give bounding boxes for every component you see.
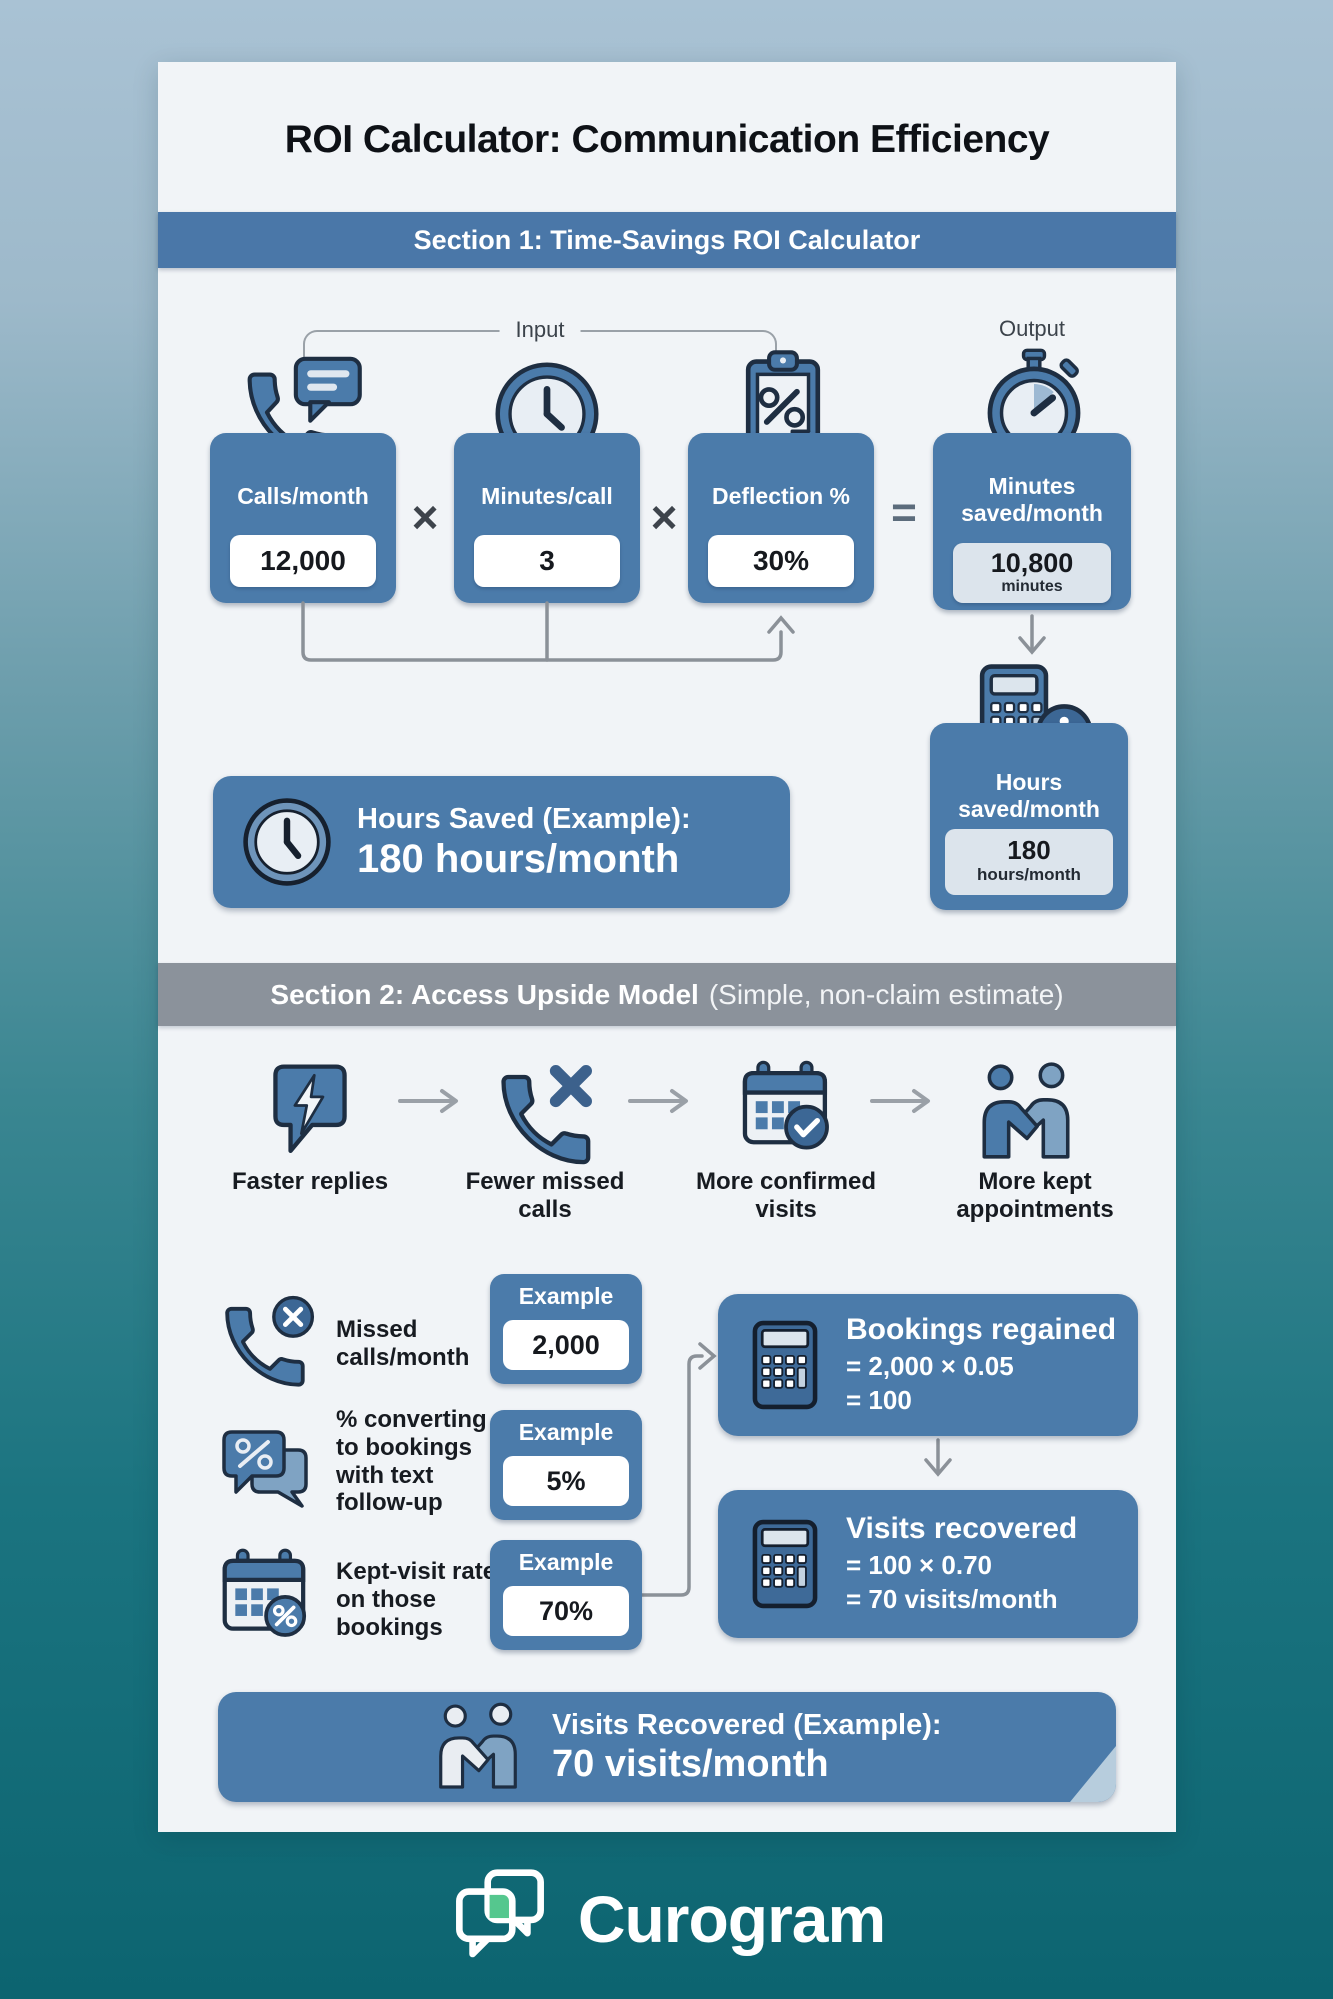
lightning-bubble-icon <box>254 1058 366 1166</box>
section2-header-note: (Simple, non-claim estimate) <box>708 979 1064 1010</box>
hours-unit: hours/month <box>977 865 1081 884</box>
bookings-regained-title: Bookings regained <box>846 1312 1117 1346</box>
banner-handshake-icon <box>428 1701 528 1793</box>
kept-visit-example-box: Example 70% <box>490 1540 642 1650</box>
hours-saved-card: Hours saved/month 180 hours/month <box>930 723 1128 910</box>
calculator-icon <box>744 1317 826 1413</box>
converting-example-box: Example 5% <box>490 1410 642 1520</box>
visits-recovered-result: = 70 visits/month <box>846 1583 1058 1614</box>
section2-header-title: Section 2: Access Upside Model <box>270 979 699 1010</box>
minutes-saved-label: Minutes saved/month <box>961 473 1103 527</box>
banner-clock-icon <box>241 796 333 888</box>
deflection-card: Deflection % 30% <box>688 433 874 603</box>
visits-recovered-box: Visits recovered = 100 × 0.70 = 70 visit… <box>718 1490 1138 1638</box>
flow-step-label: Fewer missed calls <box>465 1168 625 1224</box>
visits-banner-title: Visits Recovered (Example): <box>552 1708 942 1741</box>
minutes-per-call-card: Minutes/call 3 <box>454 433 640 603</box>
flow-arrow-icon <box>628 1088 698 1114</box>
flow-step-label: More kept appointments <box>956 1168 1114 1224</box>
visits-banner-value: 70 visits/month <box>552 1742 829 1785</box>
missed-calls-value: 2,000 <box>503 1320 629 1370</box>
kept-visit-value: 70% <box>503 1586 629 1636</box>
minutes-per-call-label: Minutes/call <box>481 483 613 509</box>
converting-label: % converting to bookings with text follo… <box>336 1406 487 1517</box>
calls-per-month-label: Calls/month <box>237 483 369 509</box>
bookings-regained-formula: = 2,000 × 0.05 <box>846 1350 1014 1381</box>
hours-saved-banner: Hours Saved (Example): 180 hours/month <box>213 776 790 908</box>
bookings-regained-box: Bookings regained = 2,000 × 0.05 = 100 <box>718 1294 1138 1436</box>
missed-calls-example-box: Example 2,000 <box>490 1274 642 1384</box>
output-group-label: Output <box>998 316 1066 341</box>
converting-value: 5% <box>503 1456 629 1506</box>
example-tag: Example <box>518 1283 614 1309</box>
hours-saved-value: 180 hours/month <box>945 829 1113 895</box>
calculator-icon <box>744 1516 826 1612</box>
input-group-label: Input <box>499 317 581 343</box>
calendar-check-icon <box>732 1058 840 1166</box>
hours-banner-value: 180 hours/month <box>357 837 680 882</box>
deflection-value: 30% <box>708 535 854 587</box>
equals-operator: = <box>891 488 917 537</box>
example-tag: Example <box>518 1549 614 1575</box>
flow-step-label: Faster replies <box>231 1168 389 1195</box>
missed-call-icon <box>489 1058 601 1166</box>
missed-calls-label: Missed calls/month <box>336 1316 470 1371</box>
example-tag: Example <box>518 1419 614 1445</box>
input-bracket: Input <box>303 317 777 368</box>
calendar-percent-icon <box>210 1546 320 1652</box>
kept-visit-label: Kept-visit rate on those bookings <box>336 1558 497 1641</box>
infographic-card: ROI Calculator: Communication Efficiency… <box>158 62 1176 1832</box>
visits-recovered-formula: = 100 × 0.70 <box>846 1549 993 1580</box>
deflection-label: Deflection % <box>711 483 851 509</box>
calls-per-month-card: Calls/month 12,000 <box>210 433 396 603</box>
page-title: ROI Calculator: Communication Efficiency <box>284 118 1050 161</box>
calls-per-month-value: 12,000 <box>230 535 376 587</box>
flow-arrow-icon <box>398 1088 468 1114</box>
minutes-per-call-value: 3 <box>474 535 620 587</box>
visits-recovered-banner: Visits Recovered (Example): 70 visits/mo… <box>218 1692 1116 1802</box>
corner-fold-decoration <box>1070 1746 1116 1802</box>
visits-recovered-title: Visits recovered <box>846 1511 1078 1545</box>
section2-header: Section 2: Access Upside Model (Simple, n… <box>158 963 1176 1026</box>
bookings-regained-result: = 100 <box>846 1384 912 1415</box>
flow-step-label: More confirmed visits <box>695 1168 877 1224</box>
multiply-operator: × <box>411 491 439 543</box>
curogram-logo-icon <box>448 1864 552 1974</box>
hours-banner-title: Hours Saved (Example): <box>357 802 691 835</box>
section1-header: Section 1: Time-Savings ROI Calculator <box>158 212 1176 268</box>
footer-brand: Curogram <box>0 1844 1333 1994</box>
multiply-operator: × <box>650 491 678 543</box>
phone-x-circle-icon <box>216 1290 322 1390</box>
brand-name: Curogram <box>577 1882 886 1956</box>
flow-arrow-icon <box>870 1088 940 1114</box>
handshake-icon <box>970 1060 1082 1164</box>
chat-percent-icon <box>214 1422 318 1522</box>
minutes-unit: minutes <box>1001 578 1063 595</box>
hours-saved-label: Hours saved/month <box>958 769 1100 823</box>
